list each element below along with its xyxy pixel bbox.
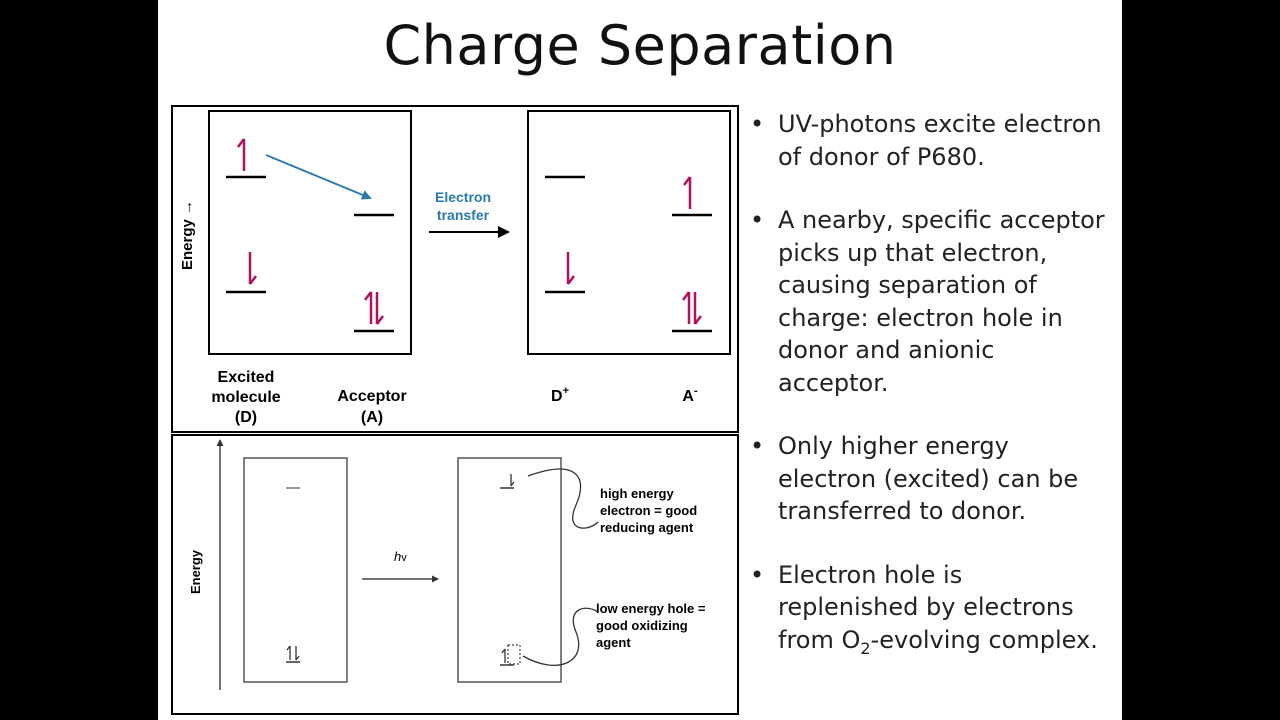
box-before-transfer [208,110,412,355]
bullet-dot: • [750,110,765,138]
excited-electron [510,474,515,487]
bullet-item: • UV-photons excite electron of donor of… [750,108,1110,173]
label-acceptor-anion-text: A [682,388,694,405]
label-acceptor-line2: (A) [361,409,383,426]
photon-label-nu: v [401,552,407,564]
excited-lower-electron [501,648,506,663]
bottom-figure-frame [171,434,739,715]
note-high-line3: reducing agent [600,520,694,535]
label-donor-cation-text: D [551,388,563,405]
note-high-line1: high energy [600,486,674,501]
label-excited-line2: molecule [211,389,280,406]
note-low-line3: agent [596,635,631,650]
excited-state-box [457,457,562,683]
photon-label-h: h [394,549,401,564]
label-acceptor-anion-sup: - [694,385,698,397]
slide: Charge Separation Energy → [158,0,1122,720]
bullet-text-before: Electron hole is replenished by electron… [778,560,1074,654]
bullet-text: A nearby, specific acceptor picks up tha… [778,206,1105,397]
donor-cation-electron [566,252,575,285]
label-acceptor-anion: A- [682,385,698,405]
label-donor-cation: D+ [551,385,569,405]
acceptor-anion-pair [682,291,702,325]
ground-state-box [243,457,348,683]
slide-title: Charge Separation [383,14,897,77]
bullet-item: • Electron hole is replenished by electr… [750,559,1110,665]
top-figure: Energy → Electron transfer [171,105,739,433]
electron-spin-down [248,252,257,285]
bullet-text: UV-photons excite electron of donor of P… [778,110,1102,171]
top-figure-frame [171,105,739,433]
note-high-line2: electron = good [600,503,697,518]
ground-electron-pair [286,645,300,661]
electron-hole [507,644,521,665]
photon-label: hv [394,549,407,564]
charge-separation-diagram: Energy → Electron transfer [171,105,739,715]
acceptor-anion-electron [683,176,692,209]
bottom-energy-axis-label: Energy [188,549,203,594]
label-donor-cation-sup: + [563,385,569,397]
note-low-line2: good oxidizing [596,618,688,633]
callout-high-energy [527,468,599,529]
bullet-dot: • [750,206,765,234]
bullet-dot: • [750,560,765,589]
bullet-text: Only higher energy electron (excited) ca… [778,432,1079,525]
callout-low-energy [522,607,599,666]
electron-pair [364,291,384,325]
electron-spin-up [237,138,246,171]
bullet-item: • Only higher energy electron (excited) … [750,430,1110,528]
transfer-label-line1: Electron [435,189,491,205]
transfer-label-line2: transfer [437,207,490,223]
box-after-transfer [527,110,731,355]
label-excited-line1: Excited [218,369,275,386]
energy-axis-label: Energy → [179,200,196,270]
label-acceptor-line1: Acceptor [337,388,406,405]
bullet-subscript: 2 [860,638,871,658]
electron-transfer-arrow [265,154,372,200]
bottom-figure: Energy hv [171,434,739,715]
bullet-list: • UV-photons excite electron of donor of… [750,108,1110,696]
bullet-text-after: -evolving complex. [870,625,1098,654]
bullet-dot: • [750,432,765,460]
note-low-line1: low energy hole = [596,601,706,616]
bullet-item: • A nearby, specific acceptor picks up t… [750,204,1110,399]
label-excited-line3: (D) [235,409,257,426]
